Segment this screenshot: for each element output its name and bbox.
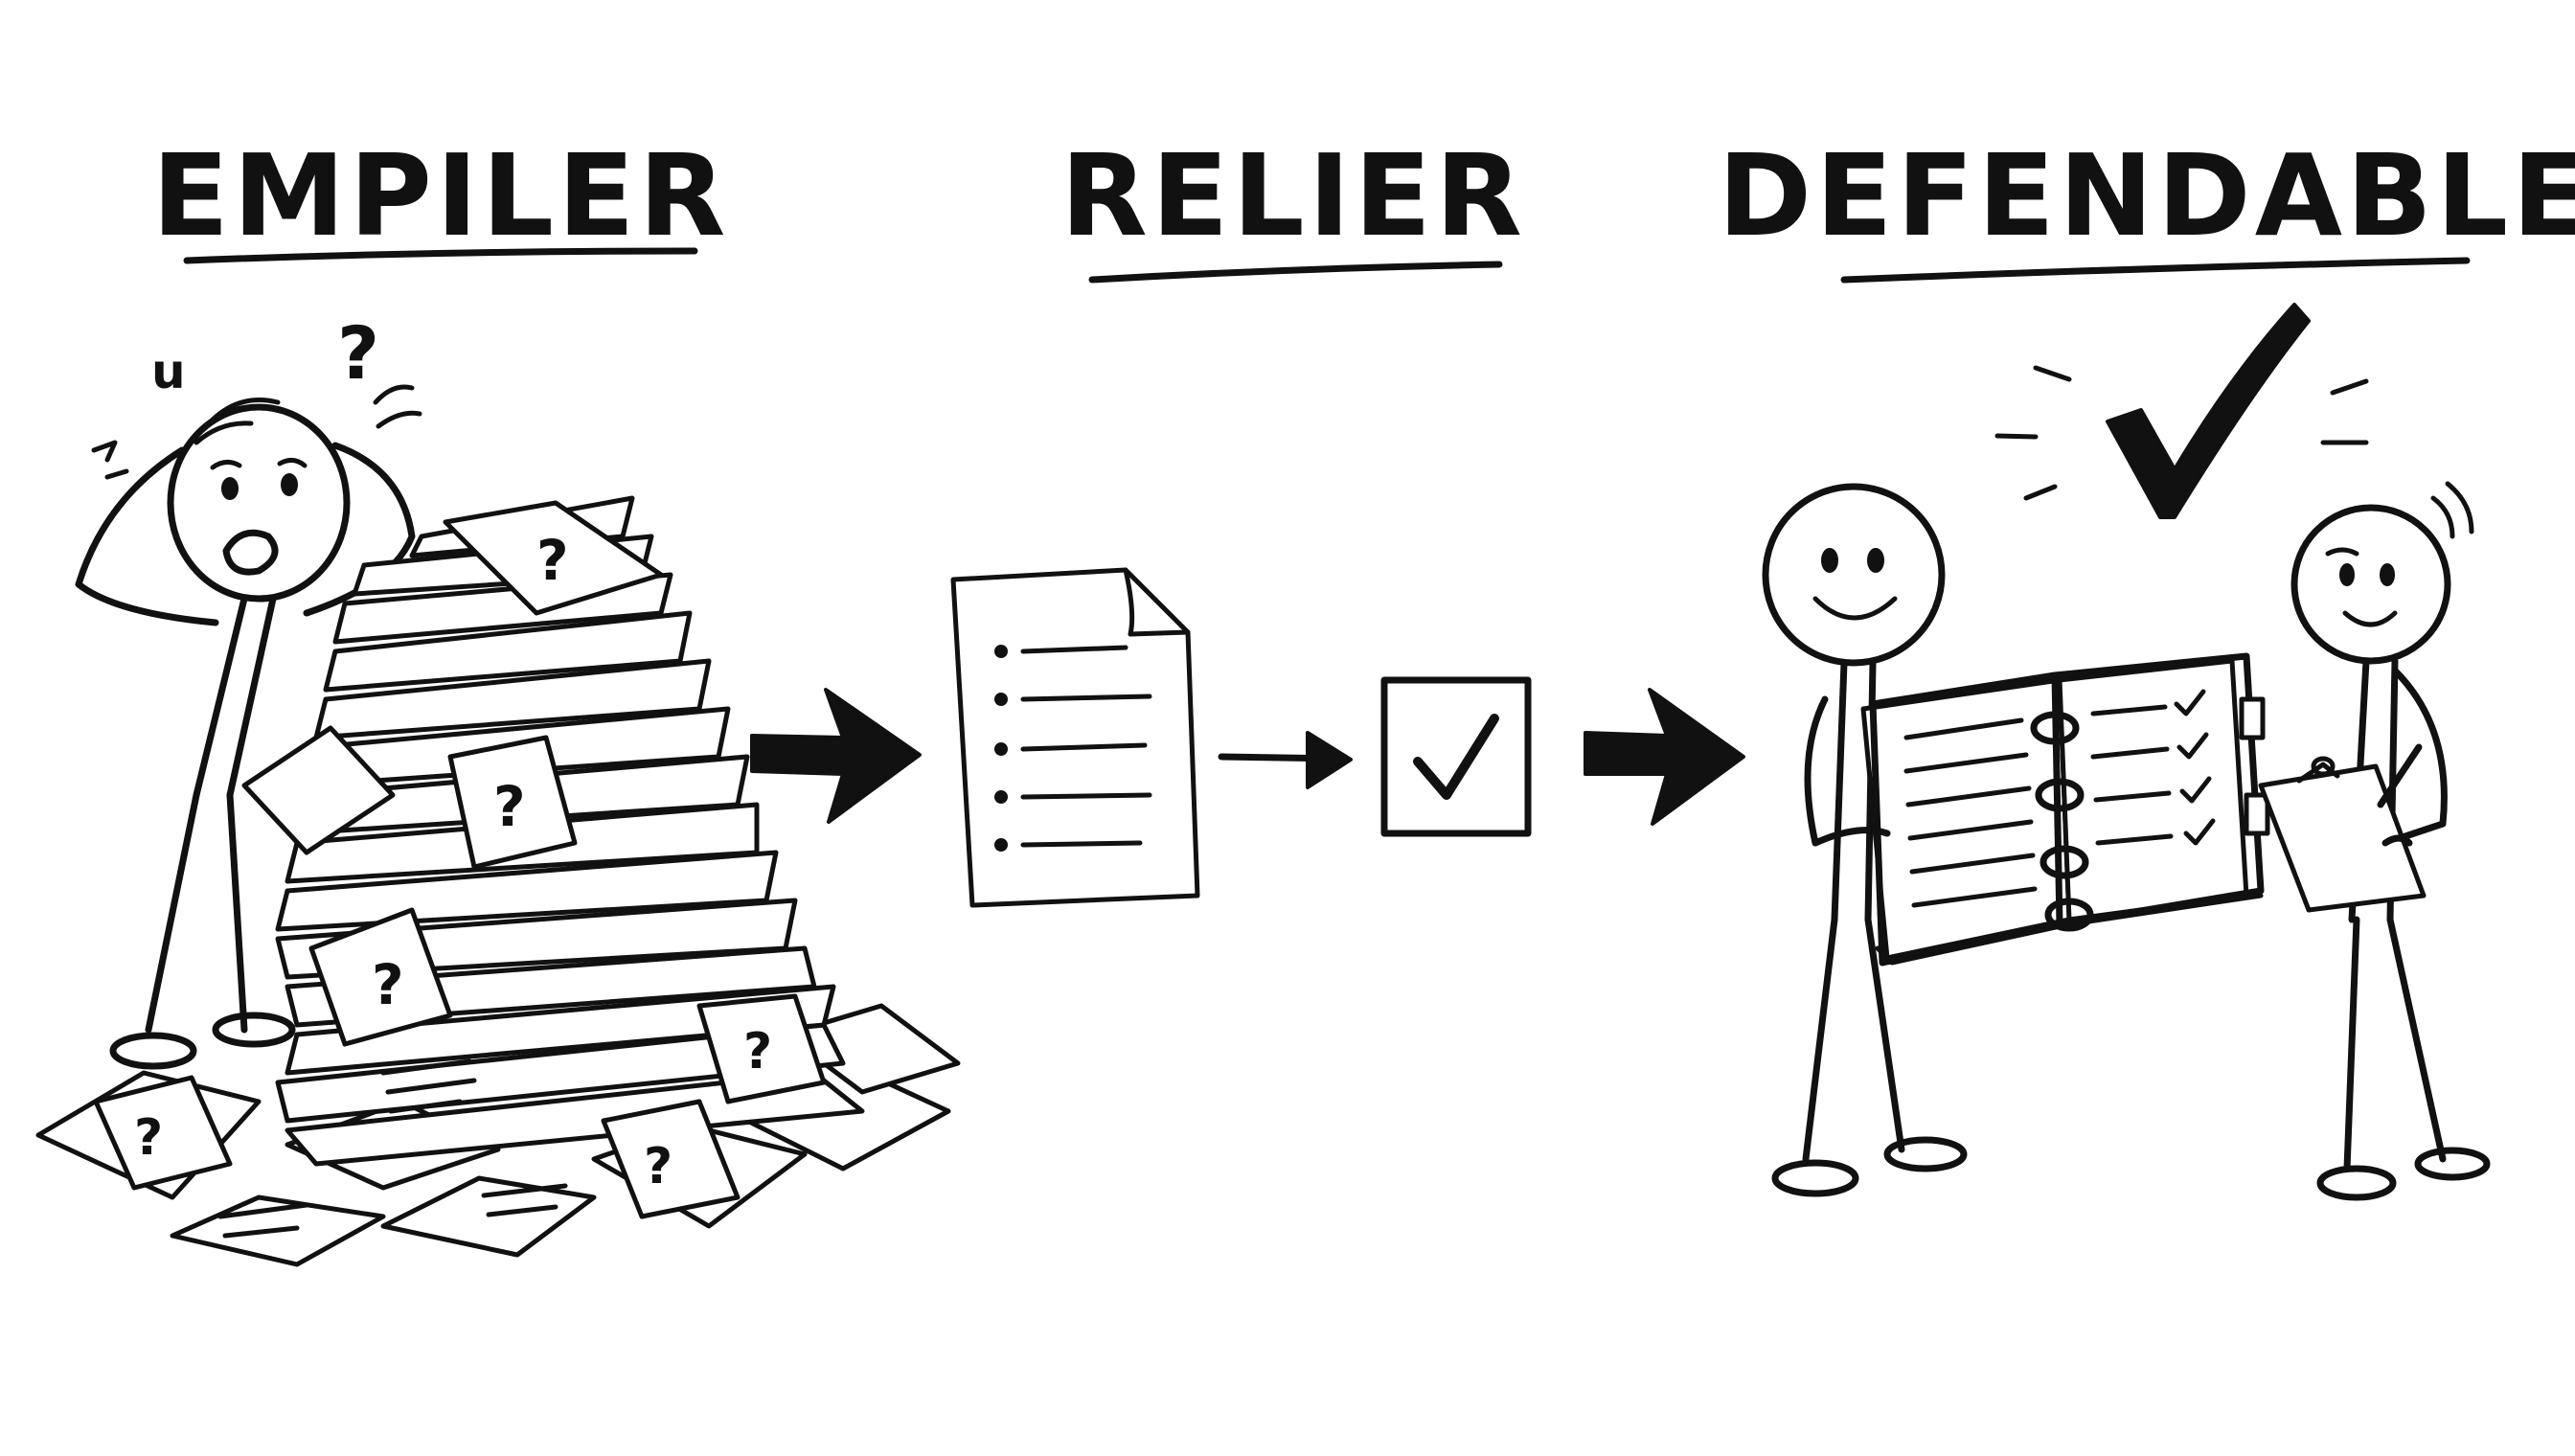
right-arrow-icon	[1218, 731, 1353, 789]
question-mark: ?	[743, 1023, 772, 1081]
stage-title-defendable: DEFENDABLE	[1718, 129, 2575, 284]
open-binder-icon	[1812, 652, 2270, 967]
title-underline	[1088, 261, 1503, 284]
right-arrow-icon	[1584, 688, 1745, 826]
document-list-icon	[950, 567, 1200, 908]
question-mark: ?	[337, 310, 379, 396]
stage-label-defendable: DEFENDABLE	[1718, 129, 2575, 262]
question-mark: ?	[536, 528, 569, 593]
stage-label-relier: RELIER	[1060, 129, 1526, 262]
paper-pile-icon: ? ? ? ? ? ?	[35, 495, 961, 1267]
right-arrow-icon	[750, 688, 922, 824]
question-mark: ?	[134, 1109, 163, 1167]
question-mark: ?	[372, 952, 404, 1017]
checked-box-icon	[1380, 676, 1532, 837]
scribble-mark: u	[151, 344, 186, 399]
clipboard-icon	[2258, 743, 2427, 913]
question-mark: ?	[493, 774, 526, 839]
checkmark-icon	[1994, 303, 2369, 519]
stage-title-relier: RELIER	[1060, 129, 1526, 284]
question-mark: ?	[644, 1138, 672, 1195]
stage-title-empiler: EMPILER	[151, 129, 729, 264]
stage-label-empiler: EMPILER	[151, 129, 729, 262]
confused-person-icon: u ?	[75, 310, 422, 1070]
title-underline	[1840, 257, 2471, 284]
title-underline	[183, 247, 698, 264]
